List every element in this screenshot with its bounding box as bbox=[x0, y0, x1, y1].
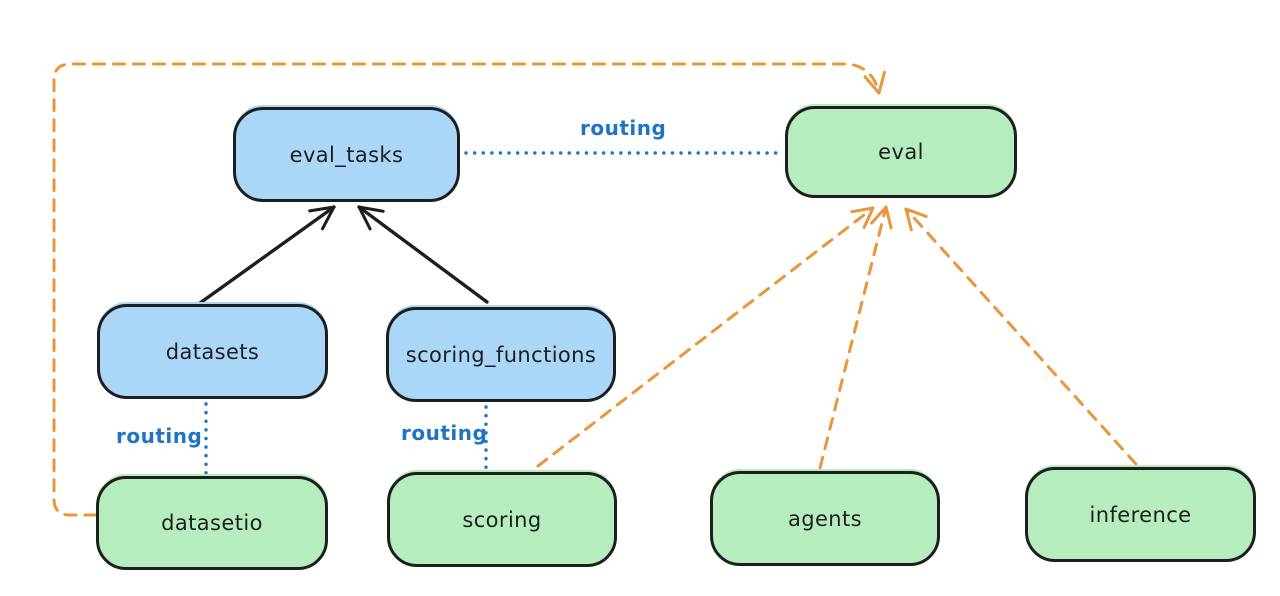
node-scoring-functions-label: scoring_functions bbox=[405, 342, 597, 367]
node-eval-tasks: eval_tasks bbox=[233, 107, 460, 202]
edge-agents-to-eval bbox=[818, 205, 893, 470]
node-agents: agents bbox=[710, 471, 940, 566]
node-datasets: datasets bbox=[97, 304, 328, 399]
edge-datasets-to-eval-tasks bbox=[198, 205, 336, 305]
node-eval: eval bbox=[785, 106, 1017, 198]
edge-inference-to-eval bbox=[904, 207, 1138, 466]
node-datasetio: datasetio bbox=[96, 476, 328, 570]
node-scoring-functions: scoring_functions bbox=[386, 307, 616, 402]
node-datasetio-label: datasetio bbox=[161, 511, 263, 535]
routing-label-scoring-functions-scoring: routing bbox=[401, 421, 488, 445]
node-inference-label: inference bbox=[1089, 502, 1192, 527]
node-inference: inference bbox=[1025, 467, 1256, 562]
routing-label-eval-tasks-eval: routing bbox=[580, 116, 667, 140]
edge-scoring-functions-to-eval-tasks bbox=[357, 205, 489, 304]
node-agents-label: agents bbox=[787, 506, 862, 531]
node-datasets-label: datasets bbox=[165, 339, 260, 364]
node-eval-tasks-label: eval_tasks bbox=[289, 142, 404, 167]
routing-label-datasets-datasetio: routing bbox=[116, 424, 203, 448]
node-eval-label: eval bbox=[878, 140, 924, 164]
node-scoring-label: scoring bbox=[462, 507, 542, 532]
node-scoring: scoring bbox=[387, 472, 617, 567]
